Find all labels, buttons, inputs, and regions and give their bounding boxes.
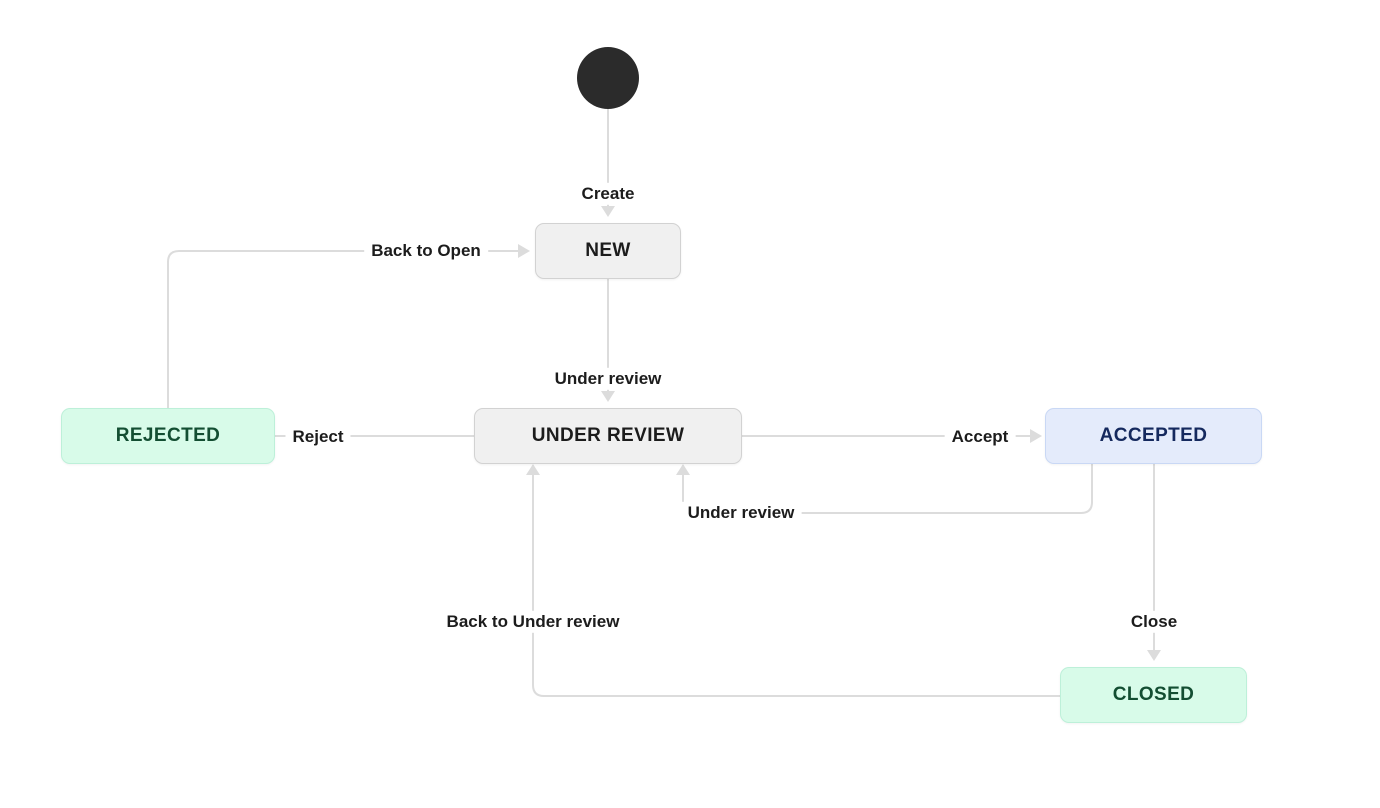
edge-label-under-review-from-accepted: Under review — [680, 501, 802, 525]
edge-label-reject: Reject — [285, 425, 351, 449]
edge-label-create: Create — [574, 182, 642, 206]
edge-back-to-under-review — [526, 464, 1060, 697]
state-node-under-review-label: UNDER REVIEW — [531, 425, 685, 446]
state-node-under-review[interactable]: UNDER REVIEW — [474, 408, 742, 464]
state-node-accepted-label: ACCEPTED — [1099, 425, 1208, 446]
edge-under-review-from-accepted — [676, 464, 1093, 514]
edge-label-back-to-open: Back to Open — [364, 239, 488, 263]
state-node-rejected[interactable]: REJECTED — [61, 408, 275, 464]
state-node-new[interactable]: NEW — [535, 223, 681, 279]
start-node[interactable] — [577, 47, 639, 109]
state-node-closed-label: CLOSED — [1112, 684, 1195, 705]
edge-back-to-open — [167, 244, 530, 408]
state-node-rejected-label: REJECTED — [115, 425, 221, 446]
edge-label-back-to-under-review: Back to Under review — [439, 610, 627, 634]
edge-label-under-review-from-new: Under review — [547, 367, 669, 391]
state-node-new-label: NEW — [585, 240, 631, 261]
state-node-accepted[interactable]: ACCEPTED — [1045, 408, 1262, 464]
state-node-closed[interactable]: CLOSED — [1060, 667, 1247, 723]
edge-label-close: Close — [1123, 610, 1185, 634]
edge-label-accept: Accept — [944, 425, 1016, 449]
